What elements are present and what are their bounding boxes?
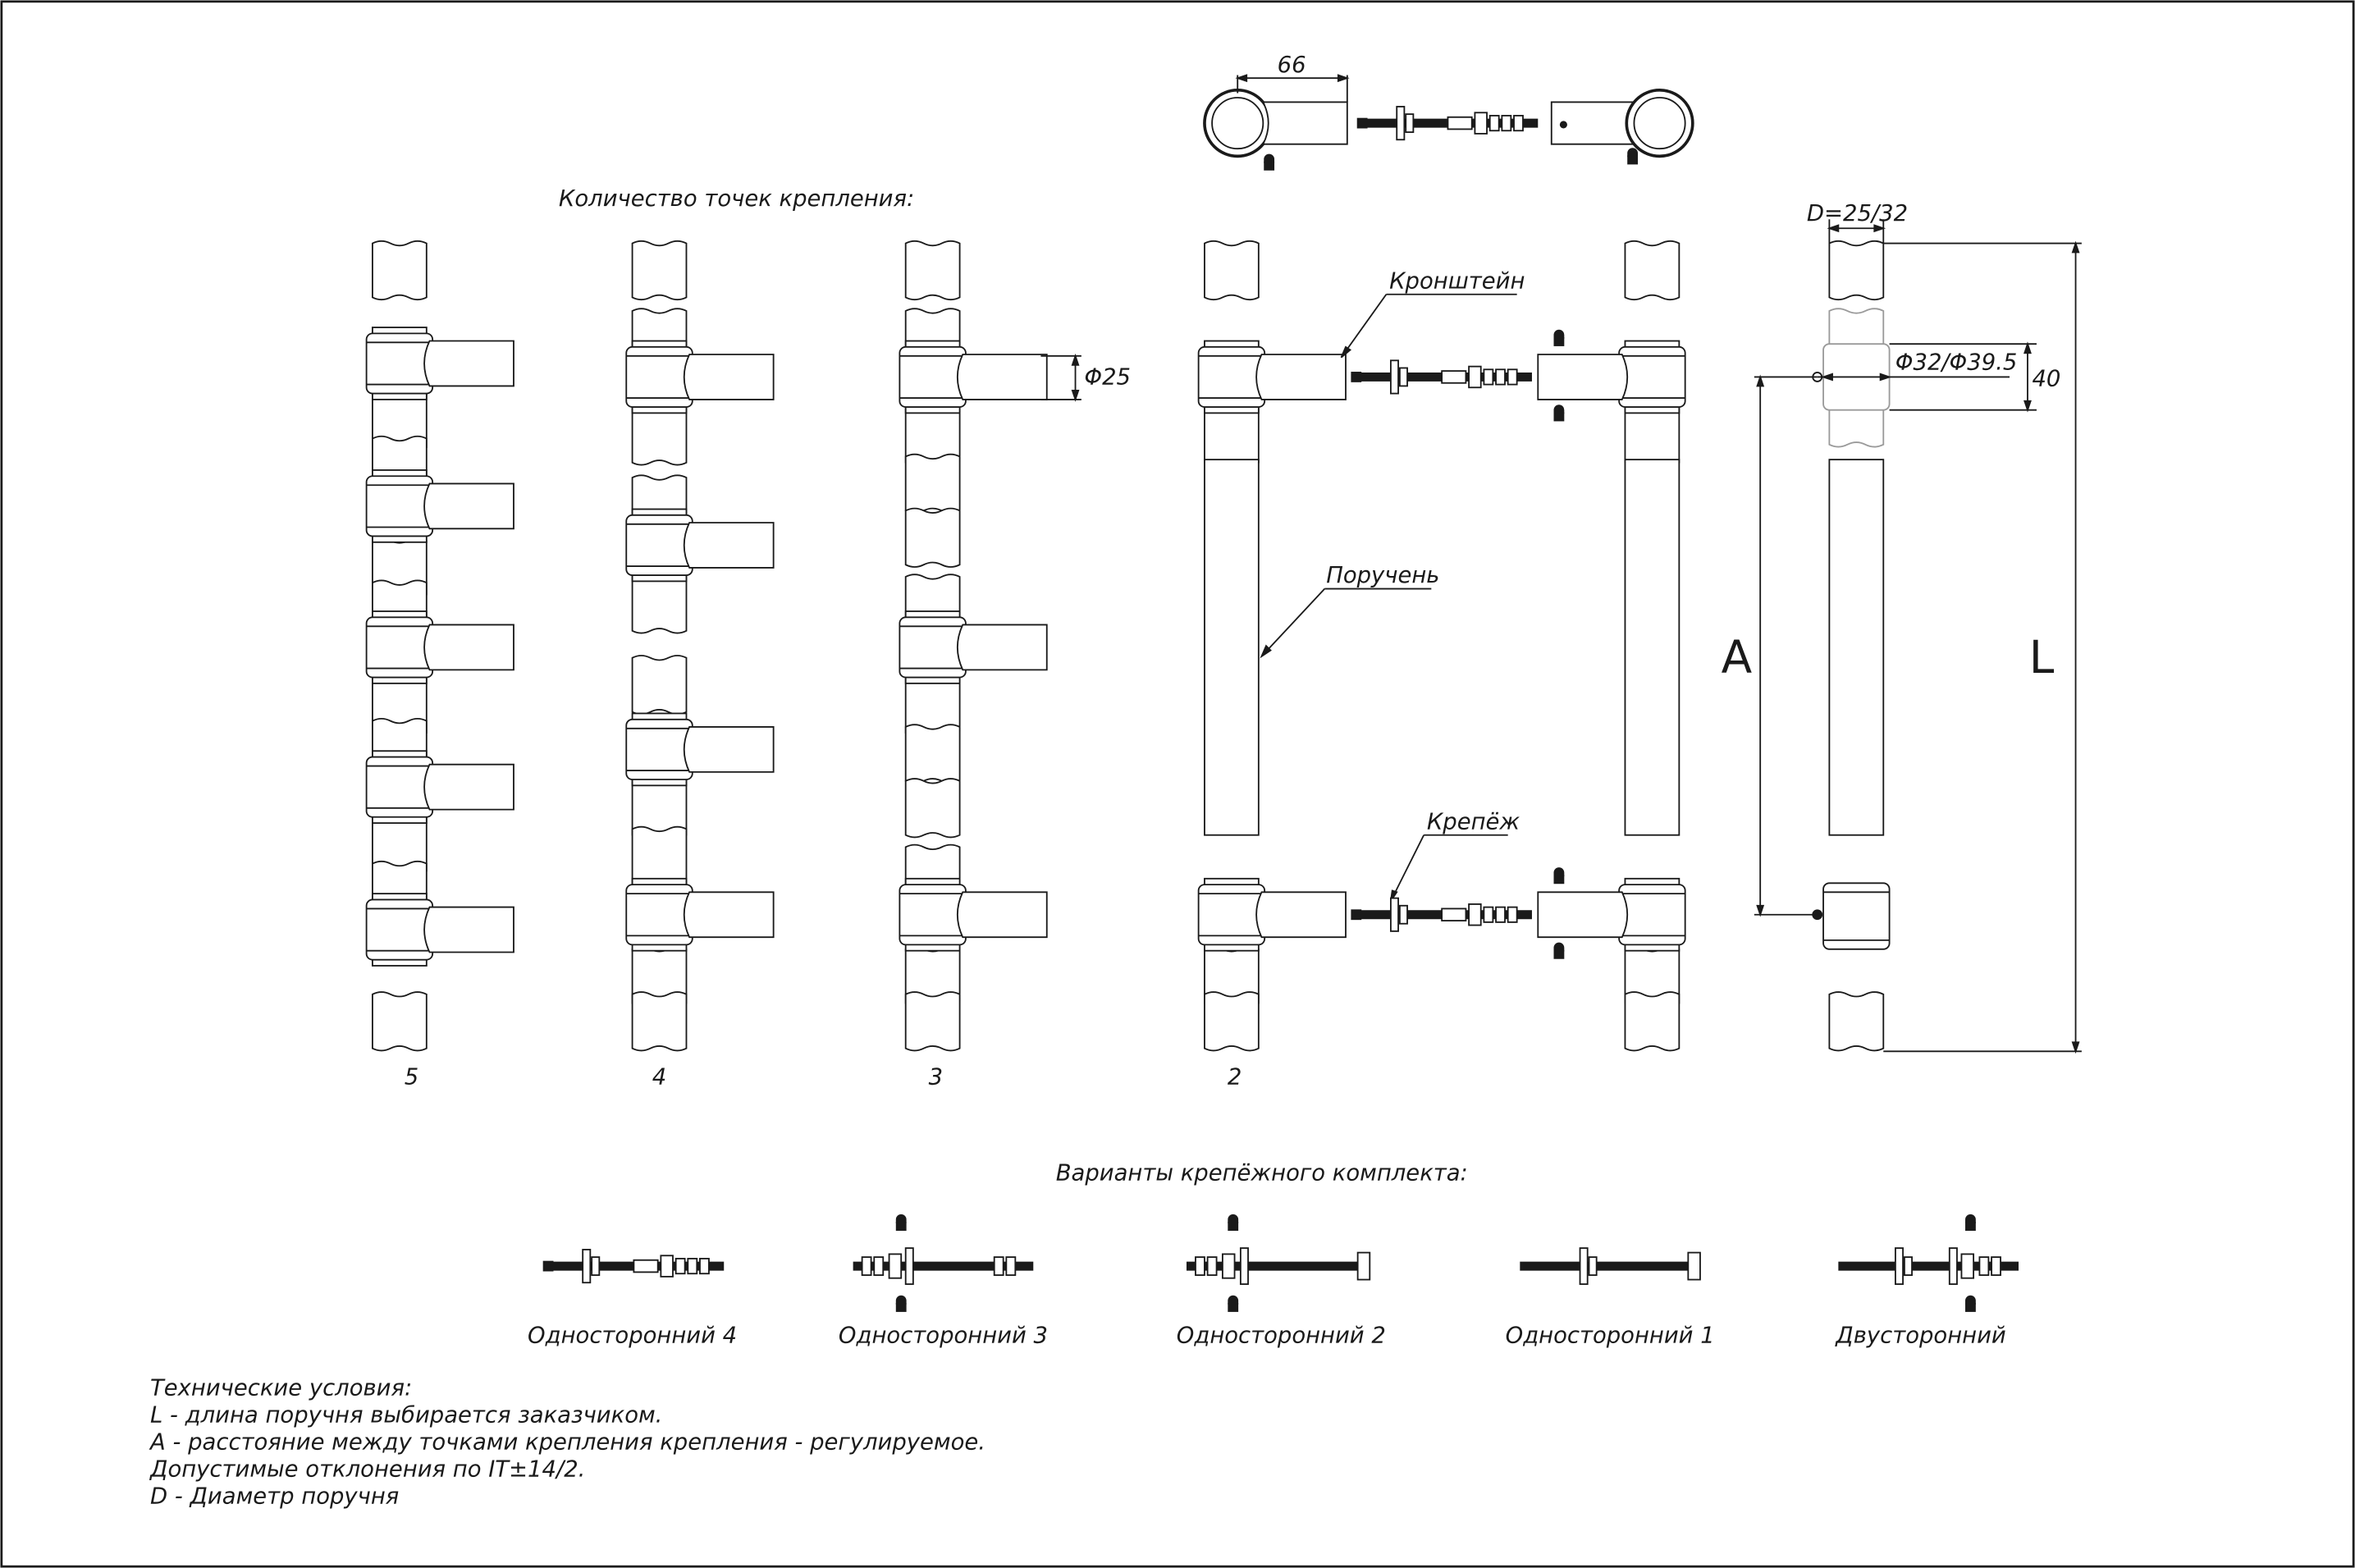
kit-one-sided-2 [1186,1214,1371,1312]
dim-66: 66 [1278,53,1306,78]
kit-label-3: Односторонний 2 [1177,1323,1386,1348]
callout-bracket: Кронштейн [1389,268,1525,294]
assembly-4-points [625,240,775,1052]
spec-line: Допустимые отклонения по IT±14/2. [149,1456,585,1482]
assembly-2-points [1197,240,1517,1052]
kit-variants-heading: Варианты крепёжного комплекта: [1056,1161,1468,1186]
kit-label-4: Односторонний 1 [1506,1323,1715,1348]
callout-handrail: Поручень [1326,563,1439,588]
dimensioned-handrail [1754,219,2082,1054]
dim-rail-diameter: D=25/32 [1807,201,1908,226]
assembly-3-points [899,240,1081,1052]
top-detail: 66 [1203,53,1694,171]
count-label-2: 2 [1228,1065,1242,1090]
fastener-upper [1351,360,1532,393]
callout-fastener: Крепёж [1427,809,1520,834]
kit-two-sided [1838,1214,2019,1312]
assembly-5-points [365,240,514,1052]
kit-one-sided-1 [1520,1247,1701,1285]
assembly-mirror [1537,240,1686,1052]
spec-line: D - Диаметр поручня [150,1483,399,1509]
spec-line: L - длина поручня выбирается заказчиком. [150,1402,662,1428]
specs-title: Технические условия: [150,1375,412,1401]
dim-flange-diameter: Φ32/Φ39.5 [1895,350,2017,375]
kit-label-1: Односторонний 4 [528,1323,737,1348]
kit-label-5: Двусторонний [1835,1323,2005,1348]
dim-A-label: A [1722,631,1753,683]
dim-40: 40 [2032,366,2060,391]
count-label-4: 4 [652,1065,666,1090]
spec-line: A - расстояние между точками крепления к… [149,1429,985,1455]
count-label-5: 5 [405,1065,418,1090]
kit-one-sided-3 [853,1214,1034,1312]
kit-one-sided-4 [544,1250,725,1282]
fastener-lower [1351,898,1532,931]
kit-label-2: Односторонний 3 [839,1323,1048,1348]
count-label-3: 3 [929,1065,943,1090]
dim-phi25: Φ25 [1085,365,1132,391]
mount-points-heading: Количество точек крепления: [559,186,914,212]
dim-L-label: L [2029,631,2055,683]
